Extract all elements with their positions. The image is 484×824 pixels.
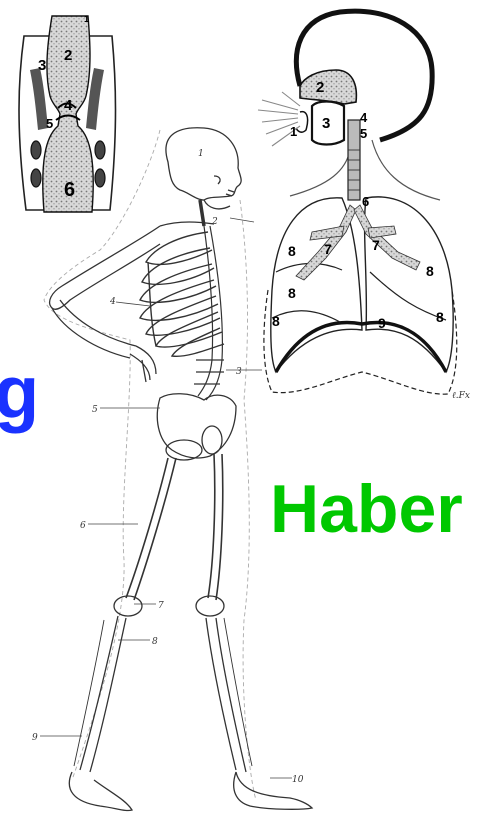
resp-label: 2 xyxy=(316,79,324,96)
larynx-label: 5 xyxy=(46,116,53,131)
resp-label: 1 xyxy=(290,124,297,139)
skeleton-label: 8 xyxy=(152,637,158,647)
respiratory-diagram: 2 4 1 3 5 6 7 7 8 8 8 8 8 9 ℓ.Fx xyxy=(258,11,470,401)
skeleton-label: 10 xyxy=(292,775,304,785)
resp-label: 8 xyxy=(436,309,444,325)
skeleton-label: 1 xyxy=(198,149,204,159)
artist-signature: ℓ.Fx xyxy=(452,391,470,401)
skeleton-label: 4 xyxy=(109,297,116,307)
skeleton-label: 7 xyxy=(158,601,164,611)
resp-label: 6 xyxy=(362,194,369,209)
resp-label: 8 xyxy=(426,263,434,279)
overlay-title-haber: Haber xyxy=(270,470,463,548)
skeleton-label: 2 xyxy=(211,217,218,227)
skeleton-label: 3 xyxy=(236,367,242,377)
resp-label: 8 xyxy=(272,313,280,329)
resp-label: 8 xyxy=(288,243,296,259)
skeleton-label: 9 xyxy=(32,733,38,743)
resp-label: 7 xyxy=(324,241,332,257)
skeleton-label: 5 xyxy=(92,405,98,415)
resp-label: 8 xyxy=(288,285,296,301)
resp-label: 3 xyxy=(322,115,330,132)
larynx-inset: 3 2 4 5 6 1 xyxy=(8,10,123,218)
larynx-label: 3 xyxy=(38,57,46,74)
resp-label: 5 xyxy=(360,126,367,141)
larynx-label: 4 xyxy=(64,97,73,114)
larynx-label: 2 xyxy=(64,47,72,64)
resp-label: 7 xyxy=(372,237,380,253)
resp-label: 9 xyxy=(378,315,386,331)
resp-label: 4 xyxy=(360,110,368,125)
overlay-partial-text: g xyxy=(0,350,39,435)
larynx-label: 6 xyxy=(64,179,75,201)
larynx-label: 1 xyxy=(84,14,89,24)
skeleton-label: 6 xyxy=(80,521,86,531)
